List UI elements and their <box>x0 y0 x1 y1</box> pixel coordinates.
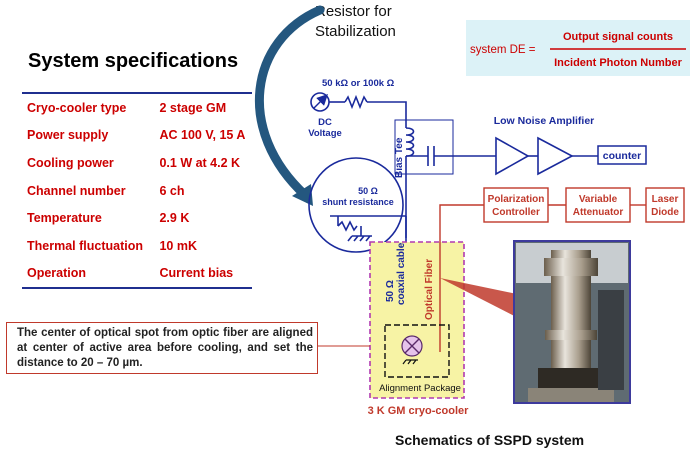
capacitor-icon <box>427 146 435 166</box>
spec-label: Channel number <box>27 183 126 198</box>
polarization-label-2: Controller <box>492 207 540 218</box>
ground-icon-2 <box>402 359 418 365</box>
spec-label: Thermal fluctuation <box>27 238 143 253</box>
spec-label: Cooling power <box>27 155 114 170</box>
resistor-label-line2: Stabilization <box>315 23 396 40</box>
figure-caption: Schematics of SSPD system <box>395 432 585 448</box>
spec-title: System specifications <box>28 50 239 72</box>
optical-fiber-label: Optical Fiber <box>424 259 435 320</box>
variable-attenuator-box <box>565 187 631 223</box>
alignment-note: The center of optical spot from optic fi… <box>6 322 318 374</box>
shunt-label-1: 50 Ω <box>358 186 378 196</box>
inductor-icon <box>405 127 415 157</box>
spec-value: 2.9 K <box>159 211 190 226</box>
spec-row: Cooling power 0.1 W at 4.2 K <box>22 149 252 177</box>
laser-diode-box <box>645 187 685 223</box>
spec-label: Power supply <box>27 128 109 143</box>
attenuator-label-1: Variable <box>579 194 618 205</box>
shunt-label-2: shunt resistance <box>322 197 394 207</box>
attenuator-label-2: Attenuator <box>573 207 624 218</box>
spec-label: Operation <box>22 259 152 290</box>
stabilization-arrowhead <box>292 184 313 206</box>
resistor-label: Resistor for Stabilization <box>315 2 396 42</box>
cryo-package <box>369 241 465 399</box>
spec-value: Current bias <box>151 259 252 290</box>
circuit-wires <box>308 94 598 342</box>
resistor-label-line1: Resistor for <box>315 3 392 20</box>
counter-label: counter <box>603 150 642 162</box>
resistor-value: 50 kΩ or 100k Ω <box>322 78 395 89</box>
shunt-resistor-icon <box>337 220 358 232</box>
amplifier-icon-2 <box>537 136 574 176</box>
bias-tee-box <box>394 119 454 175</box>
counter-box <box>597 145 647 165</box>
bias-resistor-icon <box>344 94 368 110</box>
polarization-controller-box <box>483 187 549 223</box>
amplifier-icon-1 <box>495 136 530 176</box>
polarization-label-1: Polarization <box>488 194 545 205</box>
spec-label: Temperature <box>27 211 102 226</box>
formula-denominator: Incident Photon Number <box>554 57 682 69</box>
bias-tee-label: Bias Tee <box>394 137 405 178</box>
spec-value: 6 ch <box>159 183 185 198</box>
spec-row: Thermal fluctuation 10 mK <box>22 232 252 260</box>
formula-box <box>466 20 690 76</box>
spec-value: 0.1 W at 4.2 K <box>159 155 241 170</box>
ground-icon-1 <box>347 235 372 242</box>
spec-row: Channel number 6 ch <box>22 177 252 205</box>
spec-row: Power supply AC 100 V, 15 A <box>22 122 252 150</box>
spec-value: 2 stage GM <box>151 92 252 122</box>
spec-value: AC 100 V, 15 A <box>159 128 246 143</box>
cryo-photo <box>513 240 631 404</box>
stabilization-arrow <box>255 5 325 200</box>
coax-label-2: coaxial cable <box>396 242 407 305</box>
cryo-label: 3 K GM cryo-cooler <box>368 405 470 417</box>
alignment-box <box>384 324 450 378</box>
callout-wedge <box>440 278 536 322</box>
shunt-circle <box>308 157 404 253</box>
spec-value: 10 mK <box>159 238 197 253</box>
spec-label: Cryo-cooler type <box>22 92 152 122</box>
lna-label: Low Noise Amplifier <box>494 115 595 127</box>
laser-label-1: Laser <box>652 194 679 205</box>
spec-row: Temperature 2.9 K <box>22 204 252 232</box>
dc-voltage-label-1: DC <box>318 117 332 128</box>
coax-label-1: 50 Ω <box>385 280 396 302</box>
fiber-lines <box>439 204 646 352</box>
dc-voltage-label-2: Voltage <box>308 128 342 139</box>
formula-numerator: Output signal counts <box>563 31 673 43</box>
alignment-label: Alignment Package <box>379 383 461 394</box>
laser-label-2: Diode <box>651 207 679 218</box>
formula-lhs: system DE = <box>470 44 536 56</box>
